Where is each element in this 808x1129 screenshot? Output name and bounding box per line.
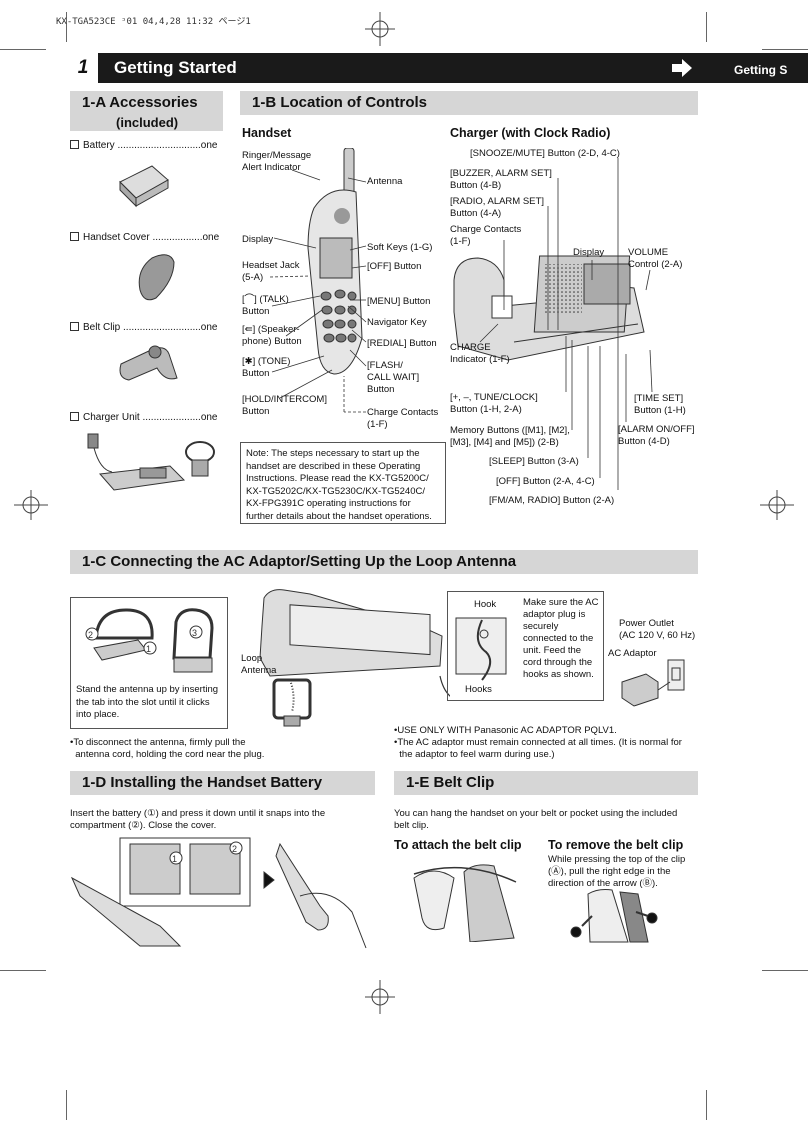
label-snooze: [SNOOZE/MUTE] Button (2-D, 4-C) xyxy=(470,148,620,159)
charger-unit-illustration xyxy=(87,433,215,491)
label-headset-jack: Headset Jack (5-A) xyxy=(242,260,300,283)
registration-mark-icon xyxy=(365,980,395,1014)
section-connecting-adaptor: 1-C Connecting the AC Adaptor/Setting Up… xyxy=(70,550,698,574)
label-hold-button: [HOLD/INTERCOM] Button xyxy=(242,394,327,417)
antenna-figure-box xyxy=(70,597,228,729)
label-soft-keys: Soft Keys (1-G) xyxy=(367,242,433,253)
svg-text:2: 2 xyxy=(88,630,93,640)
registration-mark-icon xyxy=(14,490,48,520)
registration-mark-icon xyxy=(365,12,395,46)
hook-figure-box xyxy=(447,591,604,701)
loop-antenna-illustration xyxy=(272,678,312,727)
chapter-title: Getting Started xyxy=(114,58,237,77)
accessory-item: Belt Clip ............................on… xyxy=(70,322,220,334)
label-radio: [RADIO, ALARM SET] Button (4-A) xyxy=(450,196,544,219)
label-charge-contacts: Charge Contacts (1-F) xyxy=(367,407,439,430)
handset-leader-lines xyxy=(269,169,367,413)
battery-illustration xyxy=(119,165,169,208)
label-antenna: Antenna xyxy=(367,176,403,187)
section-belt-clip: 1-E Belt Clip xyxy=(394,771,698,795)
label-speaker-button: [⇚] (Speaker- phone) Button xyxy=(242,324,302,347)
checkbox-icon xyxy=(70,140,79,149)
label-display: Display xyxy=(242,234,274,245)
svg-text:2: 2 xyxy=(232,844,237,854)
label-tune-button: [+, –, TUNE/CLOCK] Button (1-H, 2-A) xyxy=(450,392,538,415)
battery-install-illustration: 1 2 xyxy=(70,837,367,949)
label-tone-button: [✱] (TONE) Button xyxy=(242,356,291,379)
section-subtitle: (included) xyxy=(116,115,179,130)
label-menu-button: [MENU] Button xyxy=(367,296,431,307)
label-volume: VOLUME Control (2-A) xyxy=(628,247,683,270)
checkbox-icon xyxy=(70,232,79,241)
handset-cover-illustration xyxy=(138,254,175,301)
remove-instructions: While pressing the top of the clip (Ⓐ), … xyxy=(548,854,686,889)
attach-clip-illustration xyxy=(413,864,517,942)
attach-heading: To attach the belt clip xyxy=(394,838,522,852)
section-accessories: 1-A Accessories (included) xyxy=(70,91,223,131)
remove-heading: To remove the belt clip xyxy=(548,838,684,852)
accessory-item: Charger Unit .....................one xyxy=(70,412,220,424)
chapter-header: 1 Getting Started Getting S xyxy=(68,53,808,83)
battery-instructions: Insert the battery (①) and press it down… xyxy=(70,808,326,831)
label-flash-button: [FLASH/ CALL WAIT] Button xyxy=(367,360,420,395)
ac-adaptor-label: AC Adaptor xyxy=(608,648,657,659)
label-display: Display xyxy=(573,247,605,258)
label-talk-button: [⌒] (TALK) Button xyxy=(242,294,289,317)
disconnect-note: •To disconnect the antenna, firmly pull … xyxy=(70,737,265,760)
section-title: 1-A Accessories xyxy=(82,94,198,111)
svg-text:1: 1 xyxy=(146,644,151,654)
hook-label: Hook xyxy=(474,599,497,610)
svg-text:1: 1 xyxy=(172,854,177,864)
note-box: Note: The steps necessary to start up th… xyxy=(240,442,446,524)
handset-illustration xyxy=(307,148,363,375)
charger-leader-lines xyxy=(479,158,653,490)
accessory-item: Battery ..............................on… xyxy=(70,140,220,152)
label-redial-button: [REDIAL] Button xyxy=(367,338,437,349)
label-charge-contacts: Charge Contacts (1-F) xyxy=(450,224,522,247)
loop-antenna-label: Loop Antenna xyxy=(241,653,277,676)
label-navigator-key: Navigator Key xyxy=(367,317,427,328)
label-memory-buttons: Memory Buttons ([M1], [M2], [M3], [M4] a… xyxy=(450,425,570,448)
svg-text:3: 3 xyxy=(192,628,197,638)
label-buzzer: [BUZZER, ALARM SET] Button (4-B) xyxy=(450,168,552,191)
next-chapter-label: Getting S xyxy=(734,63,788,77)
belt-clip-instructions: You can hang the handset on your belt or… xyxy=(394,808,678,831)
section-location-of-controls: 1-B Location of Controls xyxy=(240,91,698,115)
remove-clip-illustration xyxy=(570,889,658,943)
label-alarm-button: [ALARM ON/OFF] Button (4-D) xyxy=(618,424,695,447)
belt-clip-illustration xyxy=(119,345,178,381)
chapter-number: 1 xyxy=(68,53,98,83)
print-header: KX-TGA523CE ᵓ01 04,4,28 11:32 ページ1 xyxy=(56,17,251,27)
section-battery: 1-D Installing the Handset Battery xyxy=(70,771,375,795)
use-only-note: •USE ONLY WITH Panasonic AC ADAPTOR PQLV… xyxy=(394,725,617,736)
hook-illustration xyxy=(455,617,507,681)
label-off-button: [OFF] Button (2-A, 4-C) xyxy=(496,476,595,487)
power-outlet-label: Power Outlet (AC 120 V, 60 Hz) xyxy=(619,618,696,641)
label-fm-button: [FM/AM, RADIO] Button (2-A) xyxy=(489,495,615,506)
label-sleep-button: [SLEEP] Button (3-A) xyxy=(489,456,579,467)
accessory-item: Handset Cover ..................one xyxy=(70,232,220,244)
arrow-right-icon xyxy=(672,59,692,77)
loop-antenna-assembly-illustration: 2 3 1 xyxy=(85,608,214,673)
checkbox-icon xyxy=(70,322,79,331)
antenna-caption: Stand the antenna up by inserting the ta… xyxy=(76,684,219,720)
charger-heading: Charger (with Clock Radio) xyxy=(450,126,611,140)
charger-connection-illustration xyxy=(259,589,450,713)
ac-adaptor-illustration xyxy=(621,659,685,707)
label-off-button: [OFF] Button xyxy=(367,261,422,272)
adaptor-warm-note: •The AC adaptor must remain connected at… xyxy=(394,737,682,760)
label-ringer: Ringer/Message Alert Indicator xyxy=(242,150,312,173)
label-time-set: [TIME SET] Button (1-H) xyxy=(634,393,686,416)
label-charge-indicator: CHARGE Indicator (1-F) xyxy=(450,342,510,365)
checkbox-icon xyxy=(70,412,79,421)
handset-heading: Handset xyxy=(242,126,292,140)
hooks-label: Hooks xyxy=(465,684,492,695)
hook-instructions: Make sure the AC adaptor plug is securel… xyxy=(523,597,599,680)
registration-mark-icon xyxy=(760,490,794,520)
